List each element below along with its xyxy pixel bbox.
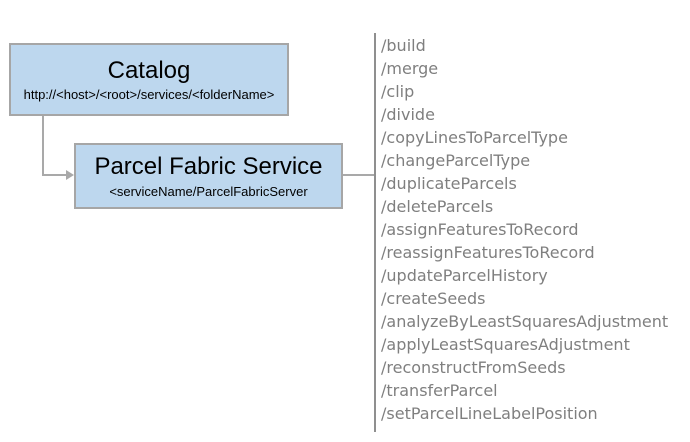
service-to-endpoints-connector (343, 174, 374, 176)
endpoint-item: /copyLinesToParcelType (381, 128, 568, 147)
catalog-node: Catalog http://<host>/<root>/services/<f… (9, 43, 289, 116)
endpoint-item: /applyLeastSquaresAdjustment (381, 335, 630, 354)
connector-vertical-segment (42, 116, 44, 176)
endpoint-item: /divide (381, 105, 435, 124)
endpoint-divider-line (374, 33, 376, 432)
endpoint-item: /assignFeaturesToRecord (381, 220, 579, 239)
endpoint-item: /clip (381, 82, 415, 101)
endpoint-item: /deleteParcels (381, 197, 494, 216)
connector-horizontal-segment (42, 174, 67, 176)
endpoint-item: /reconstructFromSeeds (381, 358, 566, 377)
arrowhead-icon (66, 170, 74, 180)
endpoint-item: /duplicateParcels (381, 174, 517, 193)
endpoint-item: /setParcelLineLabelPosition (381, 404, 598, 423)
service-title: Parcel Fabric Service (94, 153, 323, 181)
endpoint-item: /build (381, 36, 426, 55)
endpoint-item: /transferParcel (381, 381, 498, 400)
endpoint-item: /updateParcelHistory (381, 266, 548, 285)
endpoint-item: /createSeeds (381, 289, 486, 308)
endpoint-item: /reassignFeaturesToRecord (381, 243, 595, 262)
parcel-fabric-service-node: Parcel Fabric Service <serviceName/Parce… (74, 143, 343, 209)
endpoint-item: /changeParcelType (381, 151, 531, 170)
service-url-pattern: <serviceName/ParcelFabricServer (109, 183, 308, 199)
endpoint-list: /build/merge/clip/divide/copyLinesToParc… (381, 34, 668, 425)
catalog-url-pattern: http://<host>/<root>/services/<folderNam… (23, 87, 275, 103)
endpoint-item: /merge (381, 59, 439, 78)
endpoint-item: /analyzeByLeastSquaresAdjustment (381, 312, 669, 331)
catalog-title: Catalog (107, 56, 191, 84)
